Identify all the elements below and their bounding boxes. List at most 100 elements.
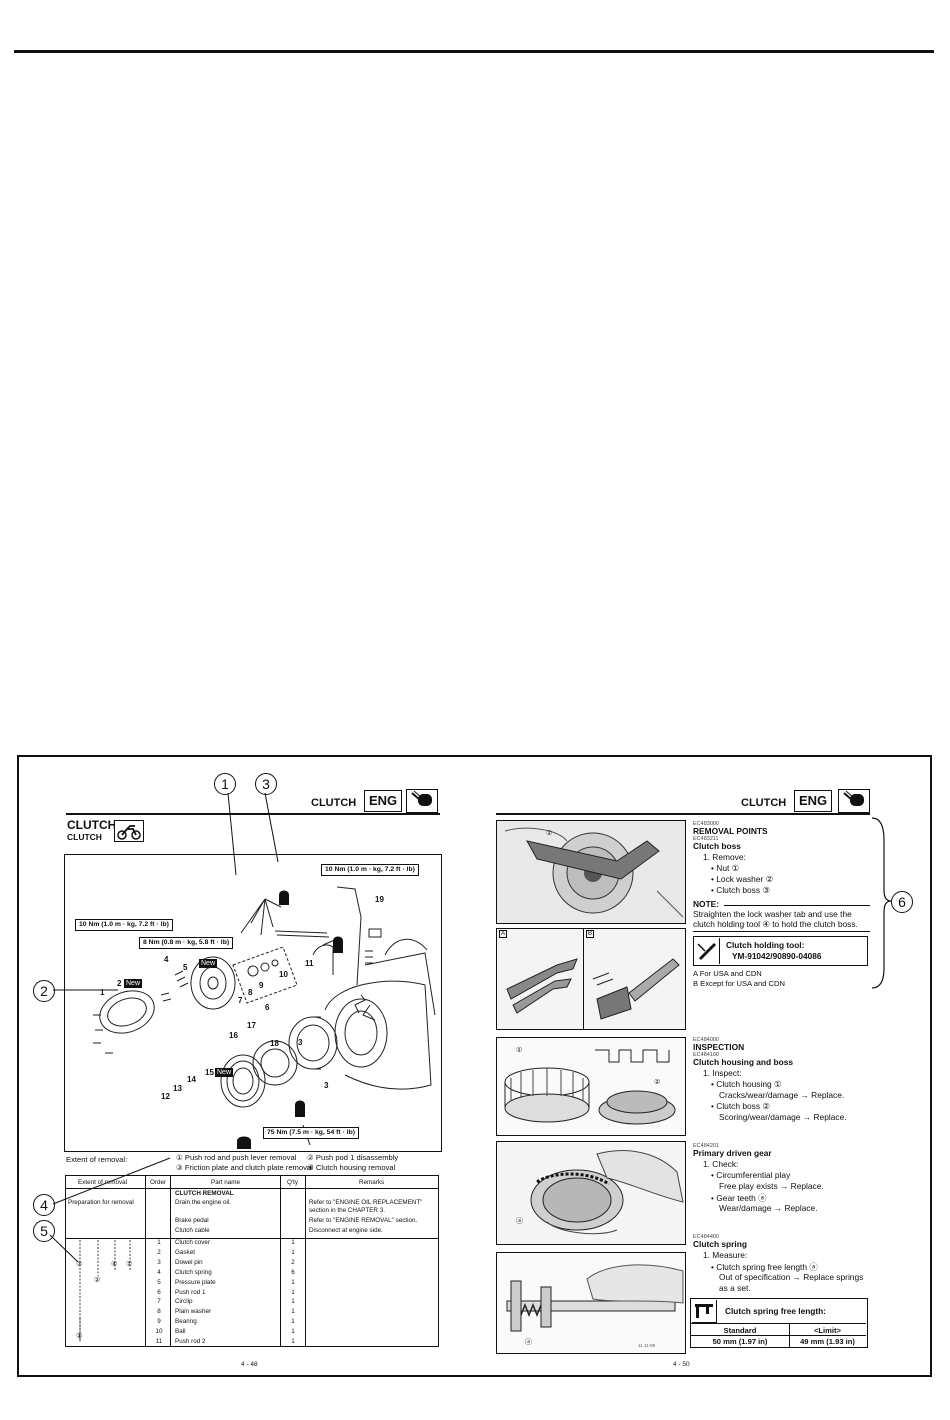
check-step: 1. Check: — [703, 1159, 739, 1169]
check-detail: Free play exists → Replace. — [719, 1181, 824, 1191]
housing-heading: Clutch housing and boss — [693, 1057, 794, 1067]
left-page-number: 4 - 48 — [241, 1361, 258, 1368]
spring-table-title: Clutch spring free length: — [725, 1306, 826, 1316]
remove-step: 1. Remove: — [703, 852, 746, 862]
removal-points-heading: REMOVAL POINTS — [693, 826, 768, 836]
part-label: 2 — [117, 979, 122, 988]
part-label: 19 — [375, 895, 384, 904]
callout-4: 4 — [33, 1194, 55, 1216]
note-text: clutch holding tool ④ to hold the clutch… — [693, 919, 858, 929]
table-cell-order: 10 — [155, 1328, 163, 1336]
remove-item: • Clutch boss ③ — [711, 885, 770, 895]
clutch-exploded-diagram: 1 2 3 3 4 5 6 7 8 9 10 11 12 13 14 15 16… — [64, 854, 442, 1152]
region-note: B Except for USA and CDN — [693, 979, 786, 988]
part-label: 9 — [259, 981, 264, 990]
part-label: 7 — [238, 996, 243, 1005]
table-cell-qty: 1 — [291, 1328, 295, 1336]
right-header-rule — [496, 813, 870, 815]
table-cell-part: Clutch cover — [175, 1239, 210, 1246]
right-eng-badge: ENG — [794, 790, 833, 812]
table-cell-part: Clutch spring — [175, 1268, 212, 1276]
code: EC484000 — [693, 1037, 719, 1043]
caliper-icon — [692, 1300, 717, 1323]
table-cell-order: 8 — [157, 1308, 161, 1316]
remove-item-text: Clutch boss ③ — [716, 885, 770, 895]
table-cell-order: 6 — [157, 1288, 161, 1296]
note-rule — [724, 905, 870, 906]
prep-label: Preparation for removal — [68, 1199, 134, 1206]
extent-mark: ② — [94, 1277, 101, 1284]
table-cell-order: 1 — [157, 1239, 161, 1246]
prep-part: Drain the engine oil. — [175, 1199, 232, 1206]
left-eng-badge: ENG — [364, 790, 403, 812]
photo-divider — [583, 929, 584, 1029]
table-cell-qty: 1 — [291, 1278, 295, 1286]
table-cell-part: Bearing — [175, 1318, 197, 1326]
remove-item-text: Nut ① — [716, 863, 740, 873]
extent-item: ④ Clutch housing removal — [307, 1163, 396, 1172]
engine-icon — [406, 789, 438, 813]
region-note: A For USA and CDN — [693, 969, 762, 978]
spring-heading: Clutch spring — [693, 1239, 747, 1249]
table-header-rule — [66, 1188, 438, 1189]
table-cell-part: Ball — [175, 1328, 186, 1336]
extent-item: ① Push rod and push lever removal — [176, 1153, 297, 1162]
measure-step: 1. Measure: — [703, 1250, 748, 1260]
th-qty: Q'ty — [287, 1179, 298, 1186]
clutch-boss-photo: ① — [496, 820, 686, 924]
part-label: 3 — [324, 1081, 329, 1090]
inspect-item-text: Clutch boss ② — [716, 1101, 770, 1111]
photo-code: 11 11-00 — [638, 1343, 656, 1348]
check-detail: Wear/damage → Replace. — [719, 1203, 818, 1213]
table-cell-part: Push rod 1 — [175, 1288, 206, 1296]
driven-gear-photo: ⓐ — [496, 1141, 686, 1245]
spec-rule — [691, 1335, 866, 1336]
engine-icon — [838, 789, 870, 813]
table-cell-qty: 1 — [291, 1239, 295, 1246]
spring-spec-box: Clutch spring free length: Standard <Lim… — [690, 1298, 868, 1348]
spec-col-rule — [789, 1323, 790, 1347]
spring-limit-header: <Limit> — [813, 1326, 841, 1335]
part-label: 11 — [305, 959, 314, 968]
torque-spec: 75 Nm (7.5 m · kg, 54 ft · lb) — [263, 1127, 360, 1139]
callout-6: 6 — [891, 891, 913, 913]
left-header-title: CLUTCH — [311, 797, 357, 809]
tool-number: YM-91042/90890-04086 — [732, 951, 822, 961]
extent-label: Extent of removal: — [66, 1155, 128, 1164]
inspect-item: • Clutch boss ② — [711, 1101, 770, 1111]
new-tag: New — [124, 979, 143, 988]
table-cell-qty: 1 — [291, 1338, 295, 1345]
extent-mark: ③ — [76, 1261, 83, 1268]
table-cell-qty: 2 — [291, 1258, 295, 1266]
clutch-boss-heading: Clutch boss — [693, 841, 741, 851]
table-cell-order: 2 — [157, 1248, 161, 1256]
remove-item: • Nut ① — [711, 863, 740, 873]
th-extent: Extent of removal — [78, 1179, 127, 1186]
callout-1: 1 — [214, 773, 236, 795]
part-label: 14 — [187, 1075, 196, 1084]
code: EC484100 — [693, 1052, 719, 1058]
inspection-heading: INSPECTION — [693, 1042, 745, 1052]
removal-table: Extent of removal Order Part name Q'ty R… — [65, 1175, 439, 1347]
measure-detail: as a set. — [719, 1283, 751, 1293]
part-label: 8 — [248, 988, 253, 997]
inspect-step: 1. Inspect: — [703, 1068, 742, 1078]
spring-std-header: Standard — [723, 1326, 757, 1335]
note-label: NOTE: — [693, 899, 720, 909]
table-cell-qty: 6 — [291, 1268, 295, 1276]
measure-detail: Out of specification → Replace springs — [719, 1272, 864, 1282]
prep-part: Brake pedal — [175, 1217, 209, 1224]
part-label: 16 — [229, 1031, 238, 1040]
prep-part: Clutch cable — [175, 1227, 210, 1234]
part-label: 3 — [298, 1038, 303, 1047]
table-cell-qty: 1 — [291, 1318, 295, 1326]
table-cell-qty: 1 — [291, 1298, 295, 1306]
extent-item: ③ Friction plate and clutch plate remova… — [176, 1163, 313, 1172]
callout-5: 5 — [33, 1220, 55, 1242]
motorcycle-icon — [114, 820, 144, 842]
part-label: 18 — [270, 1039, 279, 1048]
clutch-removal-heading: CLUTCH REMOVAL — [175, 1190, 234, 1197]
